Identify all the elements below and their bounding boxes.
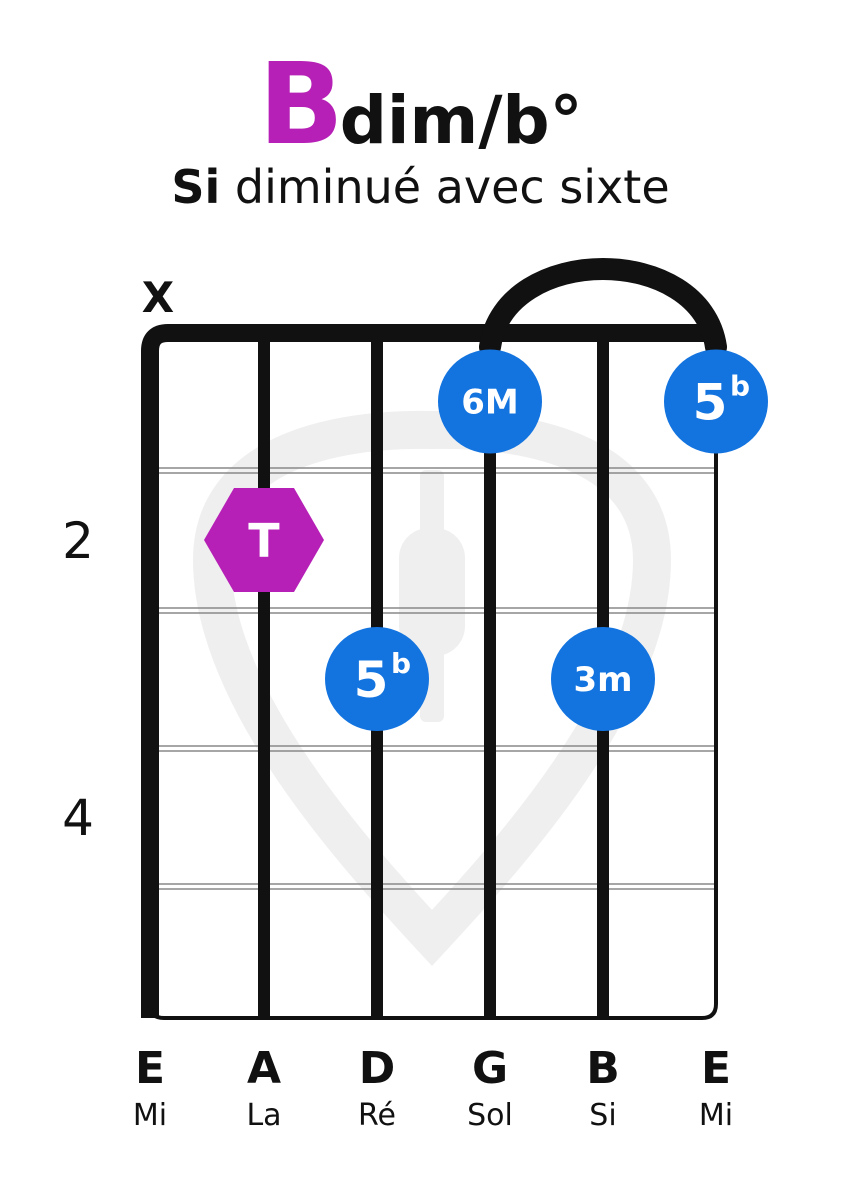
barre-arc [479,258,727,358]
note-label: 3m [573,660,632,700]
string-letter: E [135,1043,165,1094]
fret-number: 2 [62,512,94,570]
chord-name: Si [171,160,221,214]
chord-root: B [258,40,343,170]
fret-number: 4 [62,789,94,847]
root-note-marker: T [204,488,324,592]
note-superscript: b [730,370,750,403]
string-letter: E [701,1043,731,1094]
string-name: Si [589,1098,616,1133]
string-letter: B [586,1043,620,1094]
chord-suffix: dim/b° [339,82,583,159]
note-label: 5 [354,651,389,709]
bottom-frame [148,333,718,1020]
string-letter: G [472,1043,508,1094]
string-letter: A [247,1043,281,1094]
note-label: 5 [693,374,728,432]
string-name: La [246,1098,281,1133]
string-letter: D [359,1043,396,1094]
muted-string-marker: X [142,273,174,322]
string-name: Mi [699,1098,733,1133]
string-name: Mi [133,1098,167,1133]
note-label: 6M [461,383,519,423]
string-name: Sol [467,1098,513,1133]
note-marker: 3m [551,627,655,731]
chord-title: Bdim/b° [0,40,841,170]
nut-frame [141,324,716,1018]
chord-subtitle: Si diminué avec sixte [0,160,841,214]
string-name: Ré [358,1098,396,1133]
chord-description: diminué avec sixte [220,160,670,214]
note-label: T [248,514,280,568]
note-superscript: b [391,647,411,680]
note-marker: 6M [438,349,542,454]
